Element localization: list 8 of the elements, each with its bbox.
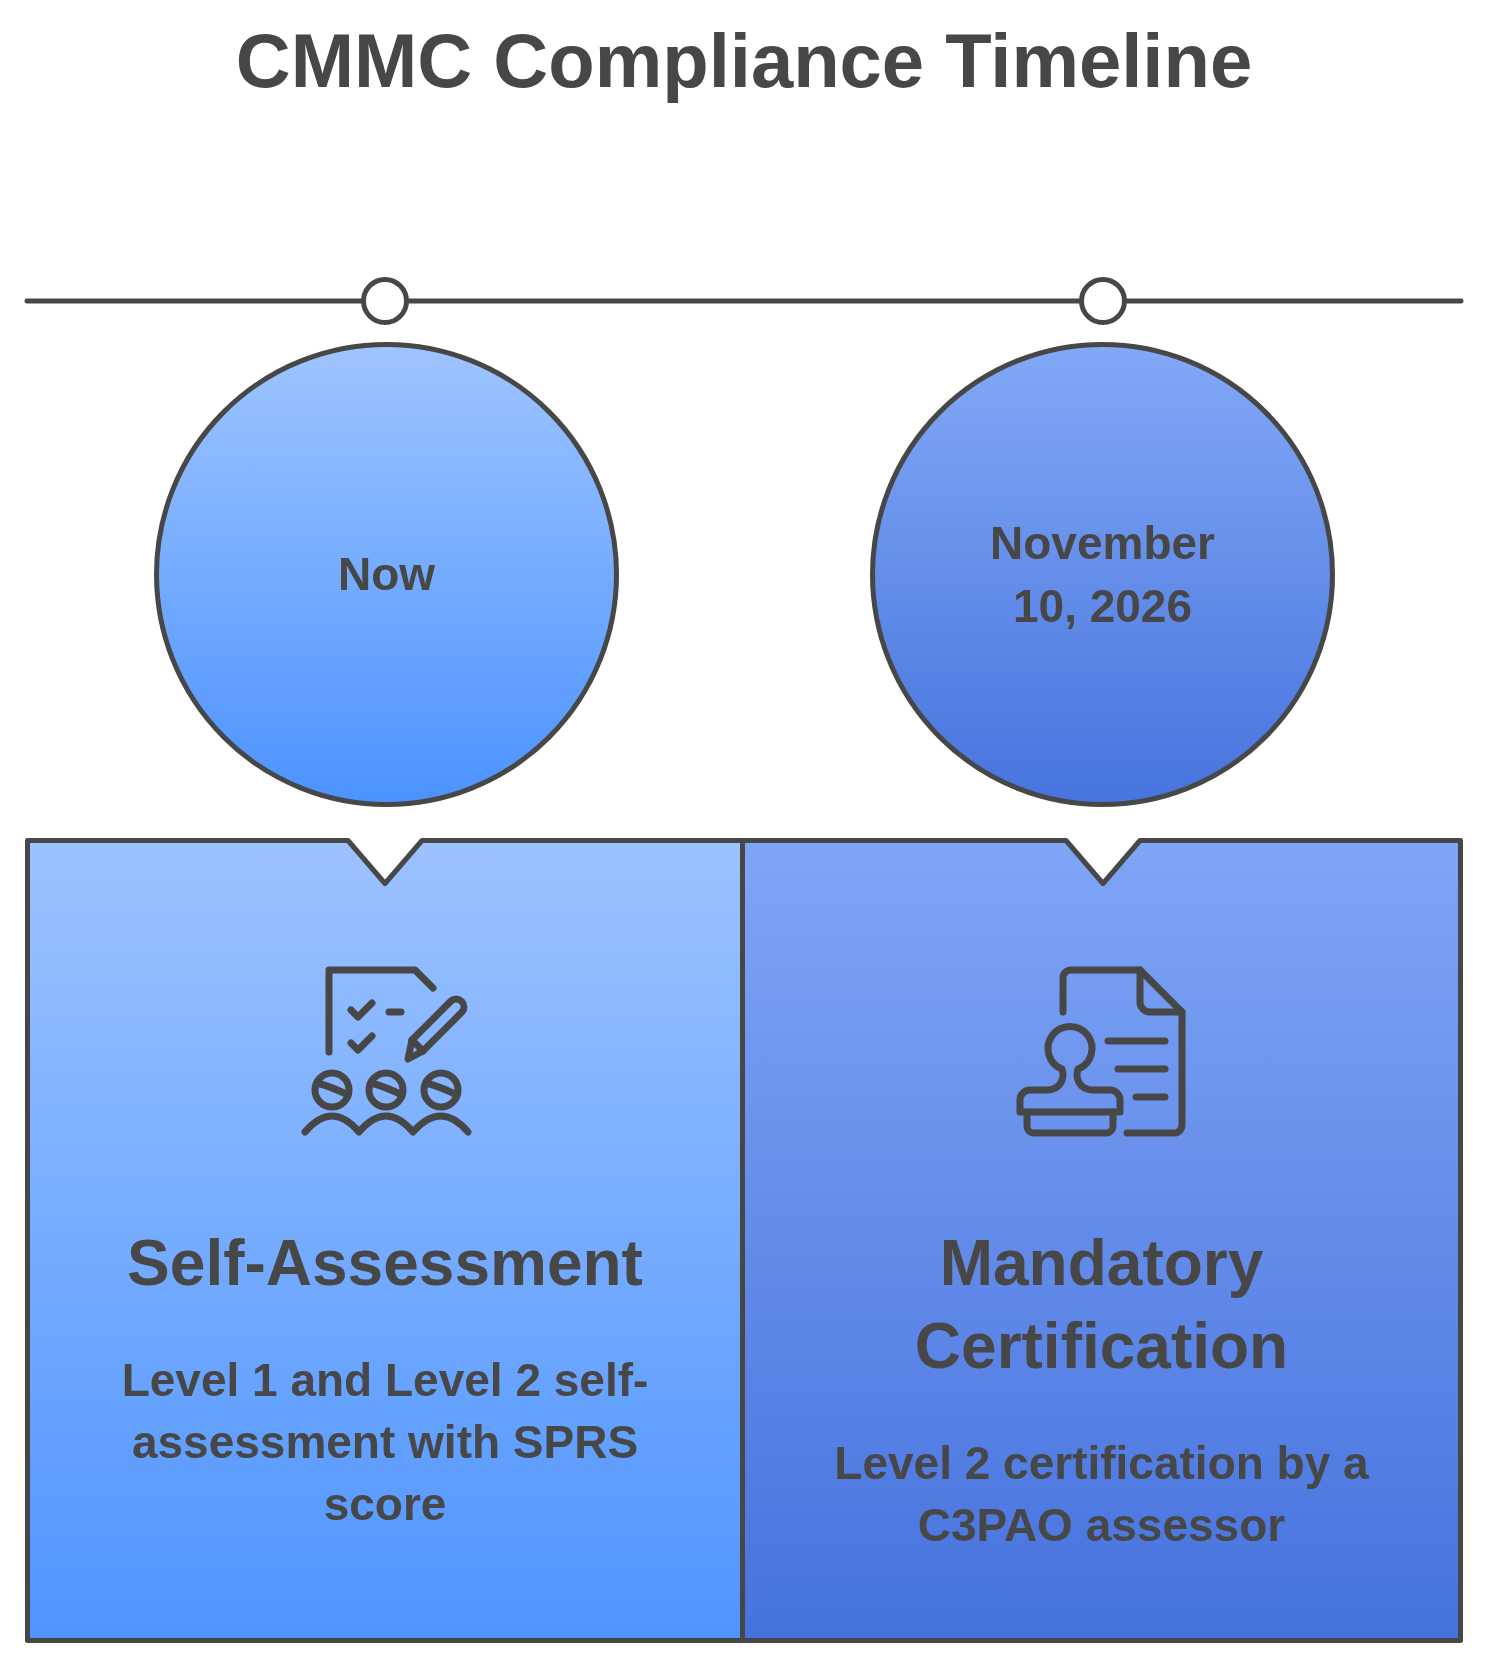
phase-heading: Self-Assessment [127, 1226, 643, 1301]
milestone-date: Now [337, 547, 436, 602]
phase-description: Level 2 certification by a C3PAO assessor [833, 1436, 1370, 1553]
phase-panel [740, 838, 1463, 1643]
diagram-title: CMMC Compliance Timeline [235, 17, 1253, 105]
phase-description: Level 1 and Level 2 self-assessment with SPRS score [120, 1353, 650, 1532]
milestone-date: November 10, 2026 [989, 515, 1216, 634]
phase-heading: Mandatory Certification [913, 1226, 1290, 1384]
